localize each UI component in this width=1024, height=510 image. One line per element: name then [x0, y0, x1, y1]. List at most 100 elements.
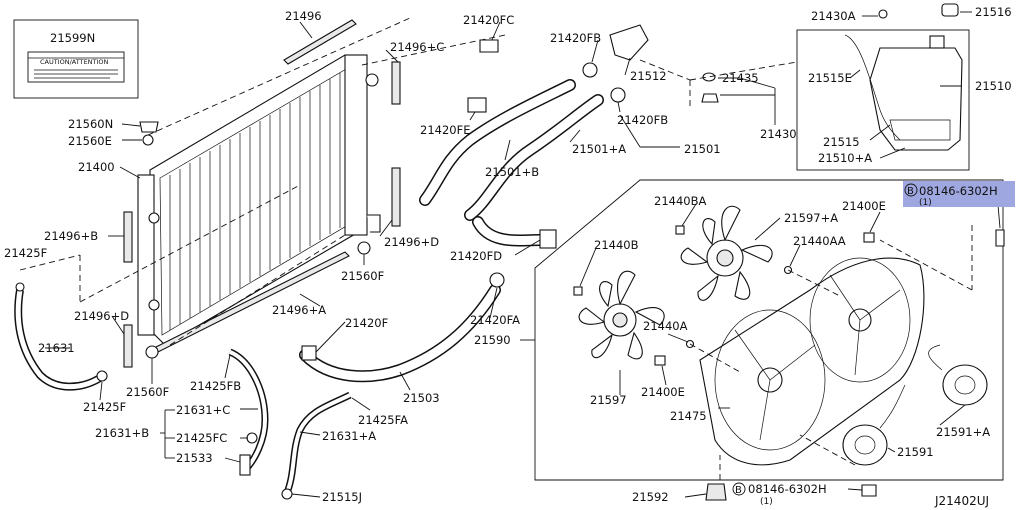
callout-21475: 21475: [670, 409, 707, 423]
seal-21496-c: [391, 61, 401, 105]
seal-21496-d-left: [123, 324, 133, 368]
fan-motor-21591: [842, 384, 906, 466]
nut-21400e-bottom: [654, 355, 666, 366]
callout-21501-b: 21501+B: [485, 165, 539, 179]
callout-21420fb-top: 21420FB: [550, 31, 601, 45]
callout-21425fa: 21425FA: [358, 413, 408, 427]
relay-21592: [705, 483, 727, 501]
fan-shroud-21590: [699, 257, 925, 466]
callout-21425f-top: 21425F: [4, 246, 47, 260]
mount-rubber-21560f-bottom: [145, 345, 159, 359]
callout-21591: 21591: [897, 445, 934, 459]
bolt-08146-bottom: [861, 484, 877, 497]
callout-21631-a: 21631+A: [322, 429, 376, 443]
callout-21496-a: 21496+A: [272, 303, 326, 317]
hose-clamp-21420fa: [489, 272, 505, 288]
callout-21592: 21592: [632, 490, 669, 504]
callout-21503: 21503: [403, 391, 440, 405]
callout-21631-b: 21631+B: [95, 426, 149, 440]
leader-lines: [45, 11, 1001, 498]
callout-21496-c: 21496+C: [390, 40, 444, 54]
seal-21496-b: [123, 211, 133, 263]
hose-clamp-21425f-bottom: [96, 370, 108, 382]
callout-21590: 21590: [474, 333, 511, 347]
bolt-08146-top: [995, 229, 1005, 247]
mount-bracket-21560n: [139, 121, 159, 133]
caution-label-part-number: 21599N: [50, 31, 95, 45]
callout-21560n: 21560N: [68, 117, 113, 131]
bolt-symbol-circle-bottom: [732, 482, 746, 496]
hose-clamp-21420fb: [610, 87, 626, 103]
dashed-reference-lines: [19, 17, 973, 480]
mount-rubber-21560f-top: [357, 241, 371, 255]
callout-21560f-bottom: 21560F: [126, 385, 169, 399]
filler-neck-21512: [609, 24, 649, 61]
callout-21631: 21631: [38, 341, 75, 355]
fan-assembly-box: [534, 179, 1004, 481]
hose-clamp-21420f: [301, 345, 317, 361]
callout-21425fc: 21425FC: [176, 431, 227, 445]
callout-21420fd: 21420FD: [450, 249, 502, 263]
bolt-part-bottom: 08146-6302H: [748, 482, 827, 496]
callout-21591-a: 21591+A: [936, 425, 990, 439]
clamp-21425fc: [246, 432, 258, 444]
callout-21496-d-left: 21496+D: [74, 309, 129, 323]
radiator-core: [137, 54, 381, 346]
callout-21501: 21501: [684, 142, 721, 156]
callout-21430a: 21430A: [811, 9, 856, 23]
callout-21510: 21510: [975, 79, 1012, 93]
callout-21440ba: 21440BA: [654, 194, 706, 208]
callout-21435: 21435: [722, 71, 759, 85]
callout-21420f: 21420F: [345, 316, 388, 330]
bolt-symbol-top: B: [907, 186, 914, 197]
bolt-21430a: [878, 9, 888, 19]
callout-21515j: 21515J: [322, 490, 362, 504]
callout-21533: 21533: [176, 451, 213, 465]
callout-21516: 21516: [975, 5, 1012, 19]
callout-21501-a: 21501+A: [572, 142, 626, 156]
callout-21597: 21597: [590, 393, 627, 407]
seal-21496-d-right: [391, 167, 401, 227]
callout-21420fe: 21420FE: [420, 123, 470, 137]
bolt-symbol-circle-top: [904, 183, 918, 197]
mount-rubber-21560e: [142, 134, 154, 146]
clip-21420fe: [467, 97, 487, 113]
callout-21400e-top: 21400E: [842, 199, 886, 213]
callout-21515: 21515: [823, 135, 860, 149]
callout-21420fa: 21420FA: [470, 313, 520, 327]
nut-21440ba: [675, 225, 685, 235]
callout-21425fb: 21425FB: [190, 379, 241, 393]
fan-blade-21597: [578, 270, 665, 360]
callout-21496-d-right: 21496+D: [384, 235, 439, 249]
reservoir-cap-21516: [941, 3, 959, 17]
callout-21496: 21496: [285, 9, 322, 23]
bolt-qty-bottom: (1): [760, 497, 773, 507]
bolt-symbol-bottom: B: [735, 485, 742, 496]
clip-21515j: [281, 488, 293, 500]
caution-label-text: CAUTION/ATTENTION: [40, 58, 109, 66]
callout-21430: 21430: [760, 127, 797, 141]
callout-21425f-bottom: 21425F: [83, 400, 126, 414]
callout-21420fb-mid: 21420FB: [617, 113, 668, 127]
seal-21435: [702, 72, 716, 82]
diagram-code: J21402UJ: [934, 494, 989, 508]
caution-label-box: 21599N CAUTION/ATTENTION: [13, 19, 139, 99]
nut-21440b: [573, 286, 583, 296]
bolt-callout-bottom: B 08146-6302H (1): [732, 482, 827, 507]
callout-21515e: 21515E: [808, 71, 852, 85]
hose-clamp-21420fd: [539, 229, 557, 249]
callout-21560f-top: 21560F: [341, 269, 384, 283]
callout-21597-a: 21597+A: [784, 211, 838, 225]
callout-21512: 21512: [630, 69, 667, 83]
callout-21440a: 21440A: [643, 319, 688, 333]
seal-21496-top: [283, 19, 357, 65]
callout-21631-c: 21631+C: [176, 403, 230, 417]
callout-21400e-bottom: 21400E: [641, 385, 685, 399]
callout-21440b: 21440B: [594, 238, 639, 252]
hose-clamp-21420fc: [479, 39, 499, 53]
bolt-part-top: 08146-6302H: [919, 184, 998, 198]
callout-21440aa: 21440AA: [793, 234, 846, 248]
hose-clamp-21425f-top: [15, 282, 25, 292]
callout-21400: 21400: [78, 160, 115, 174]
